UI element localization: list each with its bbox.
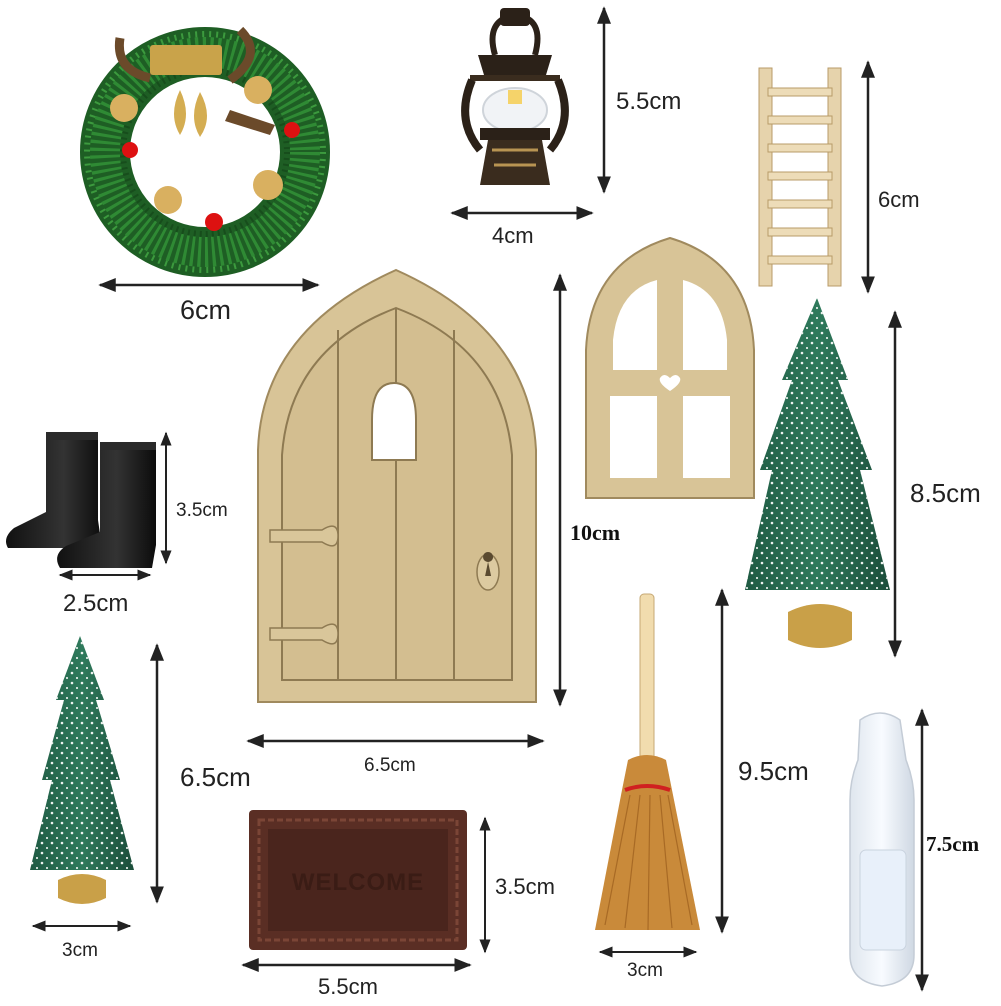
- lantern-height-label: 5.5cm: [616, 88, 682, 115]
- ladder-height-label: 6cm: [878, 187, 920, 212]
- boots-height-label: 3.5cm: [176, 500, 228, 521]
- bottle-height-label: 7.5cm: [926, 832, 980, 856]
- ladder: [758, 67, 842, 287]
- small-tree-width-label: 3cm: [62, 940, 98, 961]
- fairy-door: [257, 268, 537, 703]
- wreath-width-label: 6cm: [180, 295, 232, 325]
- door-width-label: 6.5cm: [364, 755, 416, 776]
- glass-bottle: [849, 712, 915, 987]
- mat-text: WELCOME: [292, 869, 424, 896]
- wreath: [80, 26, 330, 277]
- welcome-mat: WELCOME: [249, 810, 467, 950]
- large-tree-height-label: 8.5cm: [910, 478, 981, 508]
- small-tree: [30, 636, 134, 904]
- mat-height-label: 3.5cm: [495, 874, 555, 899]
- large-tree: [745, 298, 890, 648]
- lantern: [461, 8, 569, 185]
- mat-width-label: 5.5cm: [318, 974, 378, 999]
- fairy-window: [585, 236, 755, 499]
- door-height-label: 10cm: [570, 520, 621, 545]
- broom-height-label: 9.5cm: [738, 756, 809, 786]
- boots-width-label: 2.5cm: [63, 590, 129, 617]
- boots: [6, 432, 156, 568]
- broom-width-label: 3cm: [627, 960, 663, 981]
- broom: [595, 593, 700, 931]
- small-tree-height-label: 6.5cm: [180, 762, 251, 792]
- lantern-width-label: 4cm: [492, 223, 534, 248]
